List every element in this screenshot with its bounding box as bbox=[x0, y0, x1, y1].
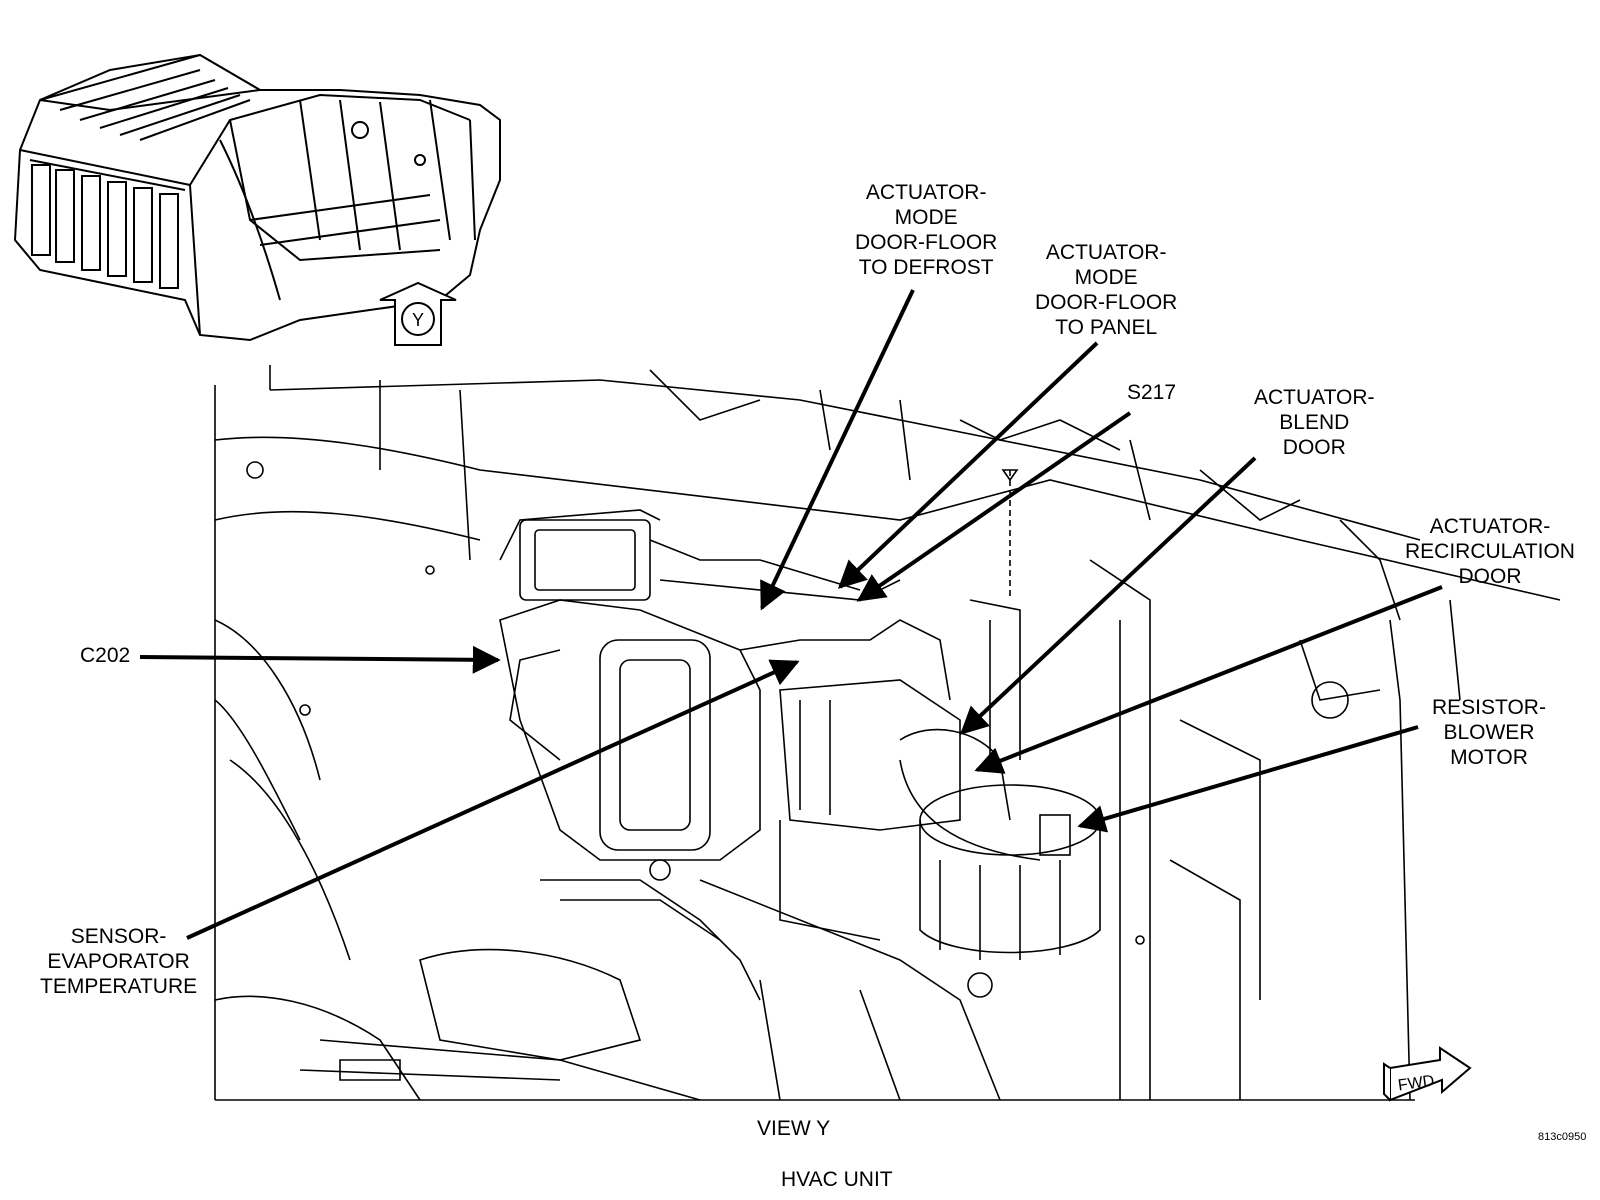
label-line: BLEND bbox=[1279, 411, 1350, 434]
view-y-arrow bbox=[379, 281, 457, 346]
leader-mode-defrost bbox=[760, 289, 915, 611]
leader-mode-panel bbox=[837, 341, 1099, 589]
leader-resistor bbox=[1077, 725, 1419, 833]
label-line: TO DEFROST bbox=[858, 256, 994, 279]
label-line: DOOR-FLOOR bbox=[855, 231, 998, 254]
label-line: MOTOR bbox=[1450, 746, 1528, 769]
label-line: EVAPORATOR bbox=[47, 950, 190, 973]
label-line: DOOR-FLOOR bbox=[1035, 291, 1178, 314]
figure-code: 813c0950 bbox=[1538, 1131, 1587, 1143]
label-line: TEMPERATURE bbox=[40, 975, 198, 998]
caption-hvac-unit: HVAC UNIT bbox=[781, 1168, 893, 1191]
leader-recirc bbox=[974, 585, 1443, 774]
leader-lines bbox=[139, 289, 1443, 940]
leader-c202 bbox=[139, 645, 501, 674]
label-line: ACTUATOR- bbox=[1045, 241, 1167, 264]
label-c202: C202 bbox=[80, 644, 131, 667]
label-line: ACTUATOR- bbox=[1429, 515, 1551, 538]
vehicle-inset-illustration bbox=[13, 53, 501, 342]
fwd-marker: FWD bbox=[1397, 1073, 1435, 1095]
hvac-unit-illustration bbox=[214, 365, 1561, 1101]
leader-s217 bbox=[856, 411, 1132, 602]
label-s217: S217 bbox=[1127, 381, 1177, 404]
label-line: DOOR bbox=[1282, 436, 1346, 459]
label-line: MODE bbox=[894, 206, 958, 229]
label-line: BLOWER bbox=[1443, 721, 1535, 744]
label-line: ACTUATOR- bbox=[1254, 386, 1375, 409]
caption-view-y: VIEW Y bbox=[757, 1117, 831, 1140]
label-line: DOOR bbox=[1458, 565, 1522, 588]
label-line: ACTUATOR- bbox=[865, 181, 987, 204]
leader-sensor bbox=[186, 659, 800, 940]
label-line: RESISTOR- bbox=[1432, 696, 1546, 719]
label-line: MODE bbox=[1074, 266, 1138, 289]
view-y-marker: Y bbox=[412, 310, 424, 330]
label-line: TO PANEL bbox=[1055, 316, 1158, 339]
leader-blend bbox=[959, 456, 1257, 735]
fwd-arrow bbox=[1383, 1046, 1472, 1102]
label-line: SENSOR- bbox=[70, 925, 167, 948]
label-line: RECIRCULATION bbox=[1405, 540, 1575, 563]
